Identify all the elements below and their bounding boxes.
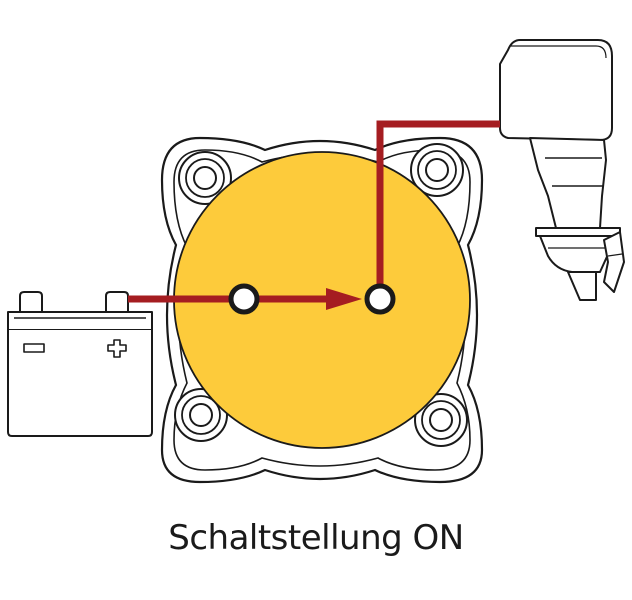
mount-hole-top-left bbox=[178, 151, 232, 205]
motor-skeg bbox=[567, 271, 597, 301]
mount-hole-bottom-left bbox=[174, 388, 228, 442]
wiring bbox=[128, 120, 500, 303]
battery-icon bbox=[7, 291, 153, 437]
battery-minus-icon bbox=[23, 343, 45, 353]
wire-switch-to-motor bbox=[376, 120, 500, 299]
mount-hole-bottom-right bbox=[414, 393, 468, 447]
motor-propeller bbox=[603, 231, 625, 293]
motor-cavitation-plate bbox=[535, 227, 621, 237]
battery-switch-icon bbox=[160, 136, 484, 484]
battery-lid bbox=[7, 311, 153, 331]
motor-gearcase bbox=[539, 235, 615, 273]
battery-plus-icon bbox=[107, 339, 127, 358]
battery-terminal-negative bbox=[19, 291, 43, 312]
motor-shaft bbox=[529, 137, 607, 229]
mount-hole-top-right bbox=[410, 143, 464, 197]
switch-terminal-input bbox=[228, 283, 260, 315]
switch-position-caption: Schaltstellung ON bbox=[168, 518, 464, 558]
battery-terminal-positive bbox=[105, 291, 129, 312]
switch-terminal-output bbox=[364, 283, 396, 315]
current-arrow-icon bbox=[326, 288, 362, 310]
outboard-motor-icon bbox=[499, 39, 625, 301]
motor-cowling bbox=[499, 39, 613, 141]
